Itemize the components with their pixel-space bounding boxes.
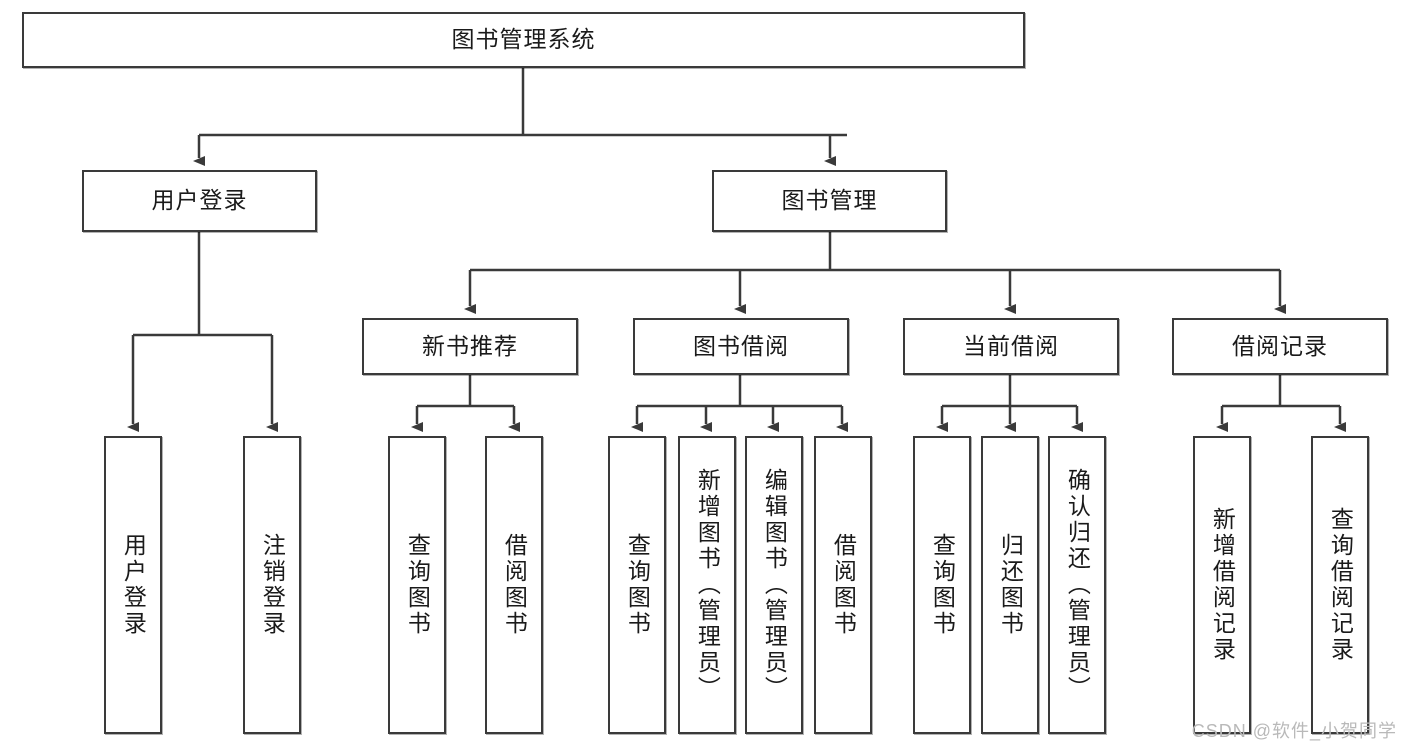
leaf-borrow-add-book-label: 新增图书（管理员） bbox=[694, 468, 721, 702]
leaf-current-confirm-return-label: 确认归还（管理员） bbox=[1064, 468, 1091, 702]
node-current-borrow[interactable]: 当前借阅 bbox=[903, 318, 1119, 375]
node-user-login[interactable]: 用户登录 bbox=[82, 170, 317, 232]
node-book-management-label: 图书管理 bbox=[781, 187, 878, 214]
node-new-book-recommend-label: 新书推荐 bbox=[422, 332, 518, 359]
leaf-borrow-query-book[interactable]: 查询图书 bbox=[608, 436, 666, 734]
node-user-login-label: 用户登录 bbox=[151, 187, 248, 214]
node-borrow-record-label: 借阅记录 bbox=[1232, 332, 1328, 359]
node-current-borrow-label: 当前借阅 bbox=[963, 332, 1059, 359]
leaf-recommend-borrow-book[interactable]: 借阅图书 bbox=[485, 436, 543, 734]
leaf-borrow-edit-book-label: 编辑图书（管理员） bbox=[761, 468, 788, 702]
node-book-management[interactable]: 图书管理 bbox=[712, 170, 947, 232]
leaf-user-login-login[interactable]: 用户登录 bbox=[104, 436, 162, 734]
node-book-borrow-label: 图书借阅 bbox=[693, 332, 789, 359]
leaf-borrow-query-book-label: 查询图书 bbox=[624, 533, 651, 637]
leaf-borrow-edit-book[interactable]: 编辑图书（管理员） bbox=[745, 436, 803, 734]
watermark-text: CSDN @软件_小贺同学 bbox=[1191, 721, 1397, 741]
node-root-system[interactable]: 图书管理系统 bbox=[22, 12, 1025, 68]
leaf-record-query-record[interactable]: 查询借阅记录 bbox=[1311, 436, 1369, 734]
leaf-current-confirm-return[interactable]: 确认归还（管理员） bbox=[1048, 436, 1106, 734]
leaf-recommend-query-book-label: 查询图书 bbox=[404, 533, 431, 637]
leaf-recommend-query-book[interactable]: 查询图书 bbox=[388, 436, 446, 734]
leaf-record-query-record-label: 查询借阅记录 bbox=[1327, 507, 1354, 663]
leaf-borrow-add-book[interactable]: 新增图书（管理员） bbox=[678, 436, 736, 734]
leaf-current-return-book-label: 归还图书 bbox=[997, 533, 1024, 637]
leaf-record-add-record[interactable]: 新增借阅记录 bbox=[1193, 436, 1251, 734]
node-borrow-record[interactable]: 借阅记录 bbox=[1172, 318, 1388, 375]
leaf-current-return-book[interactable]: 归还图书 bbox=[981, 436, 1039, 734]
leaf-borrow-borrow-book-label: 借阅图书 bbox=[830, 533, 857, 637]
leaf-user-login-logout[interactable]: 注销登录 bbox=[243, 436, 301, 734]
node-root-system-label: 图书管理系统 bbox=[451, 26, 596, 53]
node-book-borrow[interactable]: 图书借阅 bbox=[633, 318, 849, 375]
leaf-recommend-borrow-book-label: 借阅图书 bbox=[501, 533, 528, 637]
leaf-user-login-login-label: 用户登录 bbox=[120, 533, 147, 637]
leaf-record-add-record-label: 新增借阅记录 bbox=[1209, 507, 1236, 663]
leaf-current-query-book[interactable]: 查询图书 bbox=[913, 436, 971, 734]
leaf-user-login-logout-label: 注销登录 bbox=[259, 533, 286, 637]
node-new-book-recommend[interactable]: 新书推荐 bbox=[362, 318, 578, 375]
leaf-borrow-borrow-book[interactable]: 借阅图书 bbox=[814, 436, 872, 734]
leaf-current-query-book-label: 查询图书 bbox=[929, 533, 956, 637]
